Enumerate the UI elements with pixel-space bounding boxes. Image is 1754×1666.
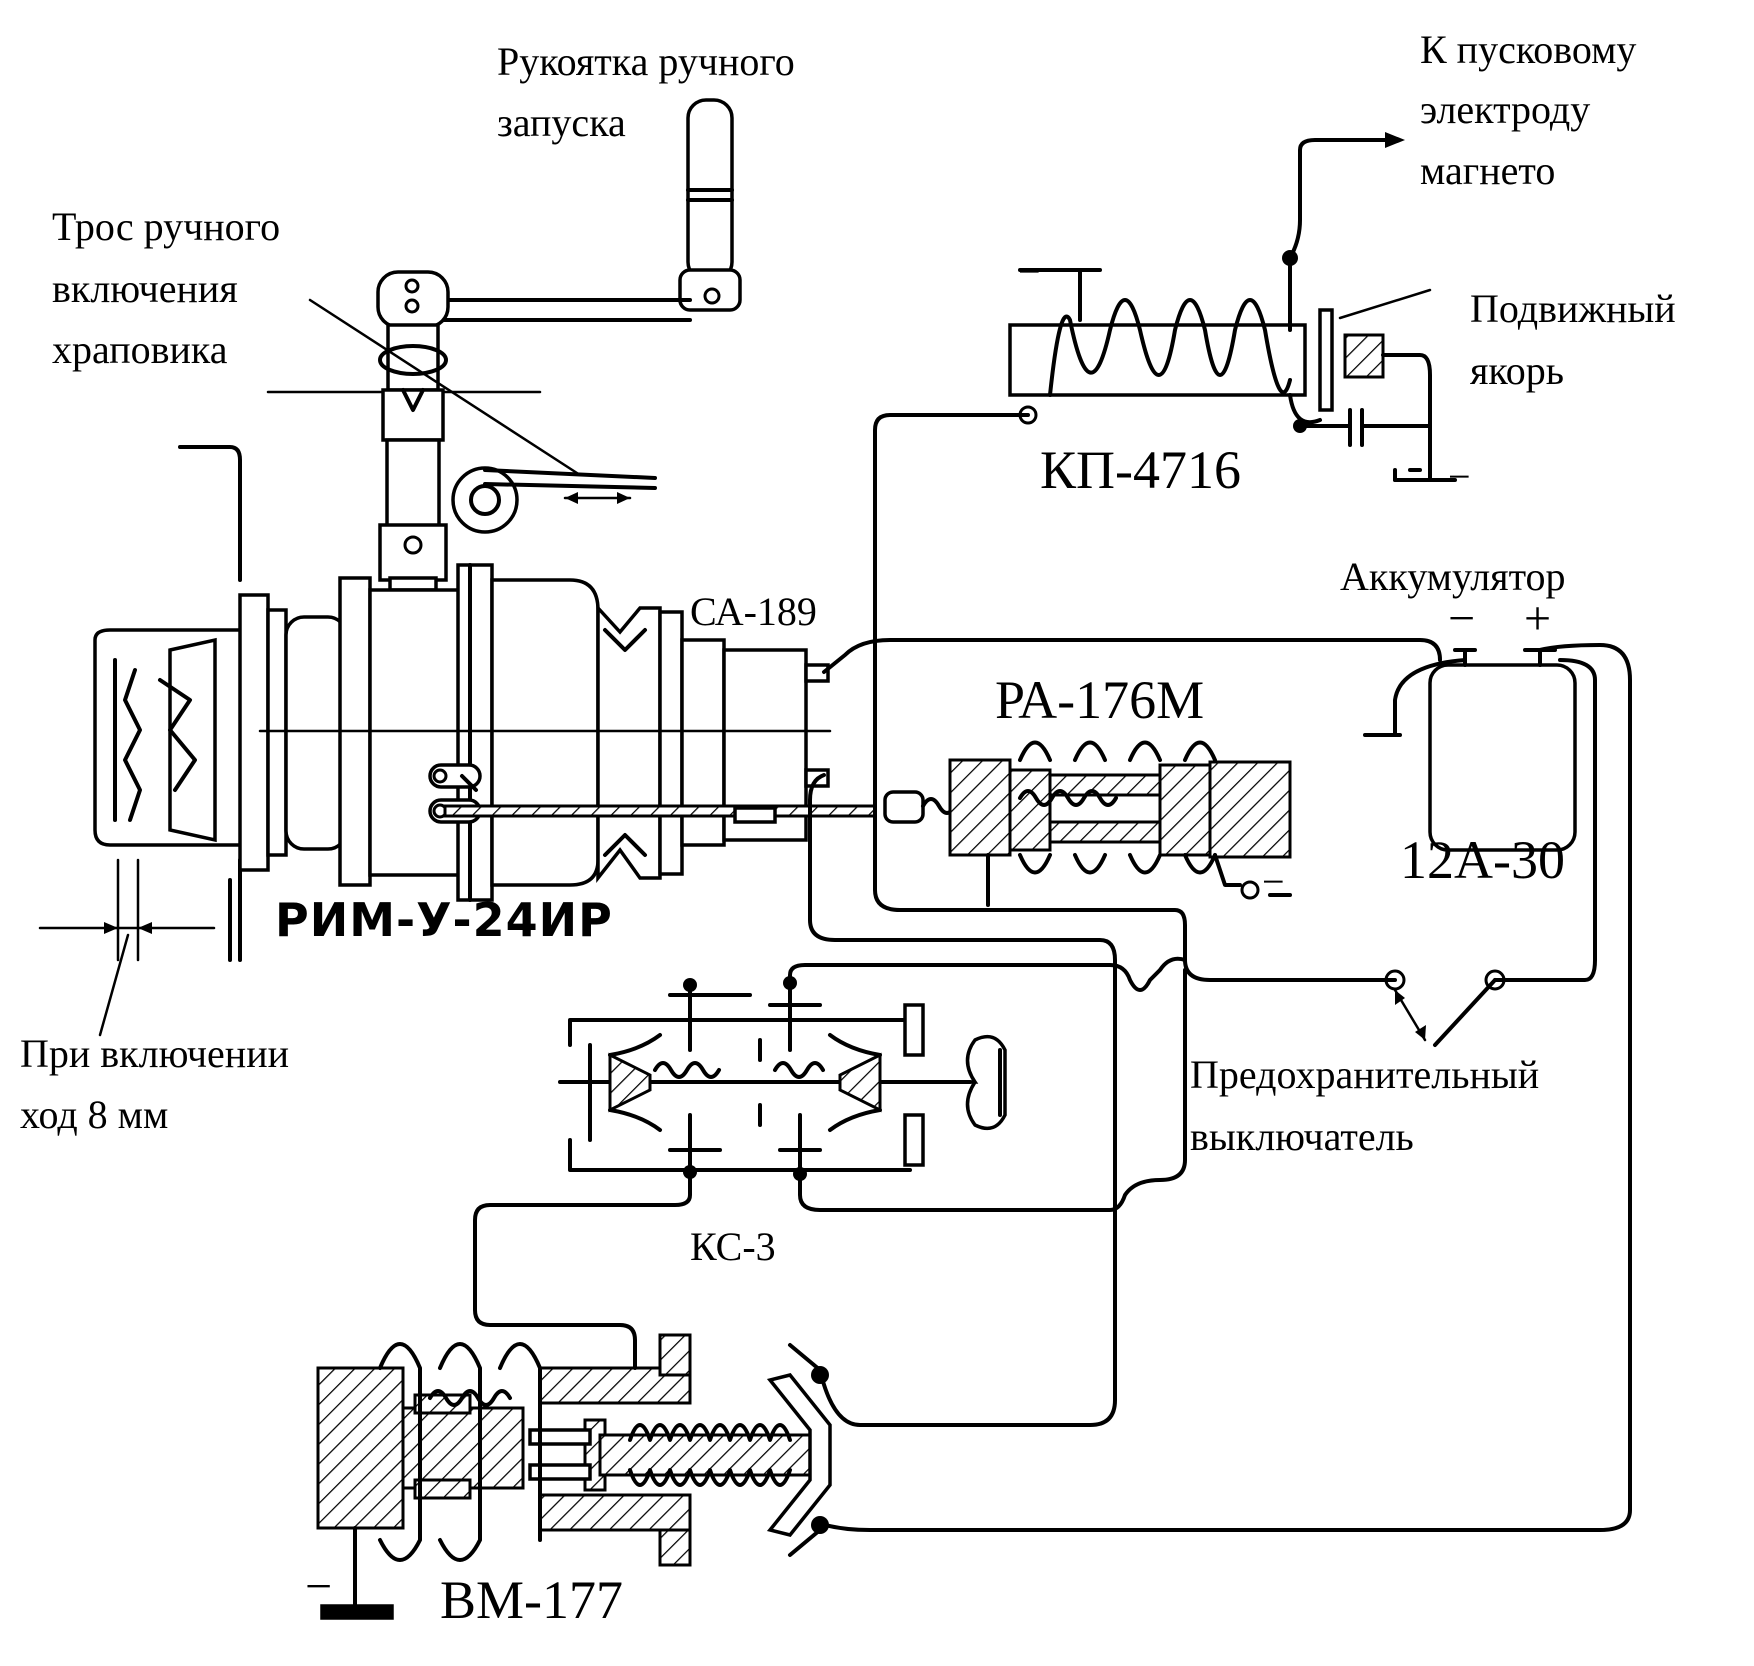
kp-ground-minus-sign: − — [1448, 454, 1471, 499]
magneto-label-line3: магнето — [1420, 148, 1556, 193]
magneto-label-line2: электроду — [1420, 87, 1591, 132]
fuse-switch-label-line2: выключатель — [1190, 1114, 1414, 1159]
ra-minus-sign: − — [1262, 859, 1285, 904]
fuse-switch — [1384, 969, 1506, 1047]
fuse-switch-label-line1: Предохранительный — [1190, 1052, 1540, 1097]
hand-crank — [266, 98, 742, 592]
ratchet-cable-label-line2: включения — [52, 266, 238, 311]
starter-motor — [93, 445, 877, 962]
battery-model-label: 12А-30 — [1400, 830, 1565, 890]
starting-coil-kp4716 — [1008, 132, 1457, 482]
wiring — [473, 413, 1632, 1532]
ks3-label: КС-3 — [690, 1224, 776, 1269]
armature-label-line2: якорь — [1470, 348, 1565, 393]
magneto-label-line1: К пусковому — [1420, 27, 1637, 72]
stroke-dimension — [38, 858, 216, 1037]
stroke-label-line2: ход 8 мм — [20, 1092, 169, 1137]
control-box-ks3 — [558, 976, 1007, 1181]
ratchet-cable-label-line3: храповика — [52, 327, 228, 372]
starter-model-label: РИМ-У-24ИР — [275, 893, 613, 947]
ratchet-cable-label-line1: Трос ручного — [52, 204, 281, 249]
vm177-label: ВМ-177 — [440, 1570, 624, 1630]
battery-12a30 — [1363, 648, 1577, 852]
switch-vm177 — [316, 1333, 832, 1620]
kp-minus-sign: − — [1018, 249, 1041, 294]
hand-crank-label-line1: Рукоятка ручного — [497, 39, 795, 84]
ra176m-label: РА-176М — [995, 670, 1205, 730]
stroke-label-line1: При включении — [20, 1031, 290, 1076]
armature-label-line1: Подвижный — [1470, 286, 1676, 331]
kp4716-label: КП-4716 — [1040, 440, 1241, 500]
ratchet-cable-drum — [308, 298, 657, 534]
battery-minus-sign: − — [1448, 592, 1476, 645]
battery-plus-sign: + — [1524, 592, 1552, 645]
hand-crank-label-line2: запуска — [497, 100, 626, 145]
vm-minus-sign: − — [305, 1560, 333, 1613]
sa189-label: СА-189 — [690, 589, 817, 634]
starter-relay-ra176m — [883, 740, 1292, 900]
battery-label: Аккумулятор — [1340, 554, 1566, 599]
